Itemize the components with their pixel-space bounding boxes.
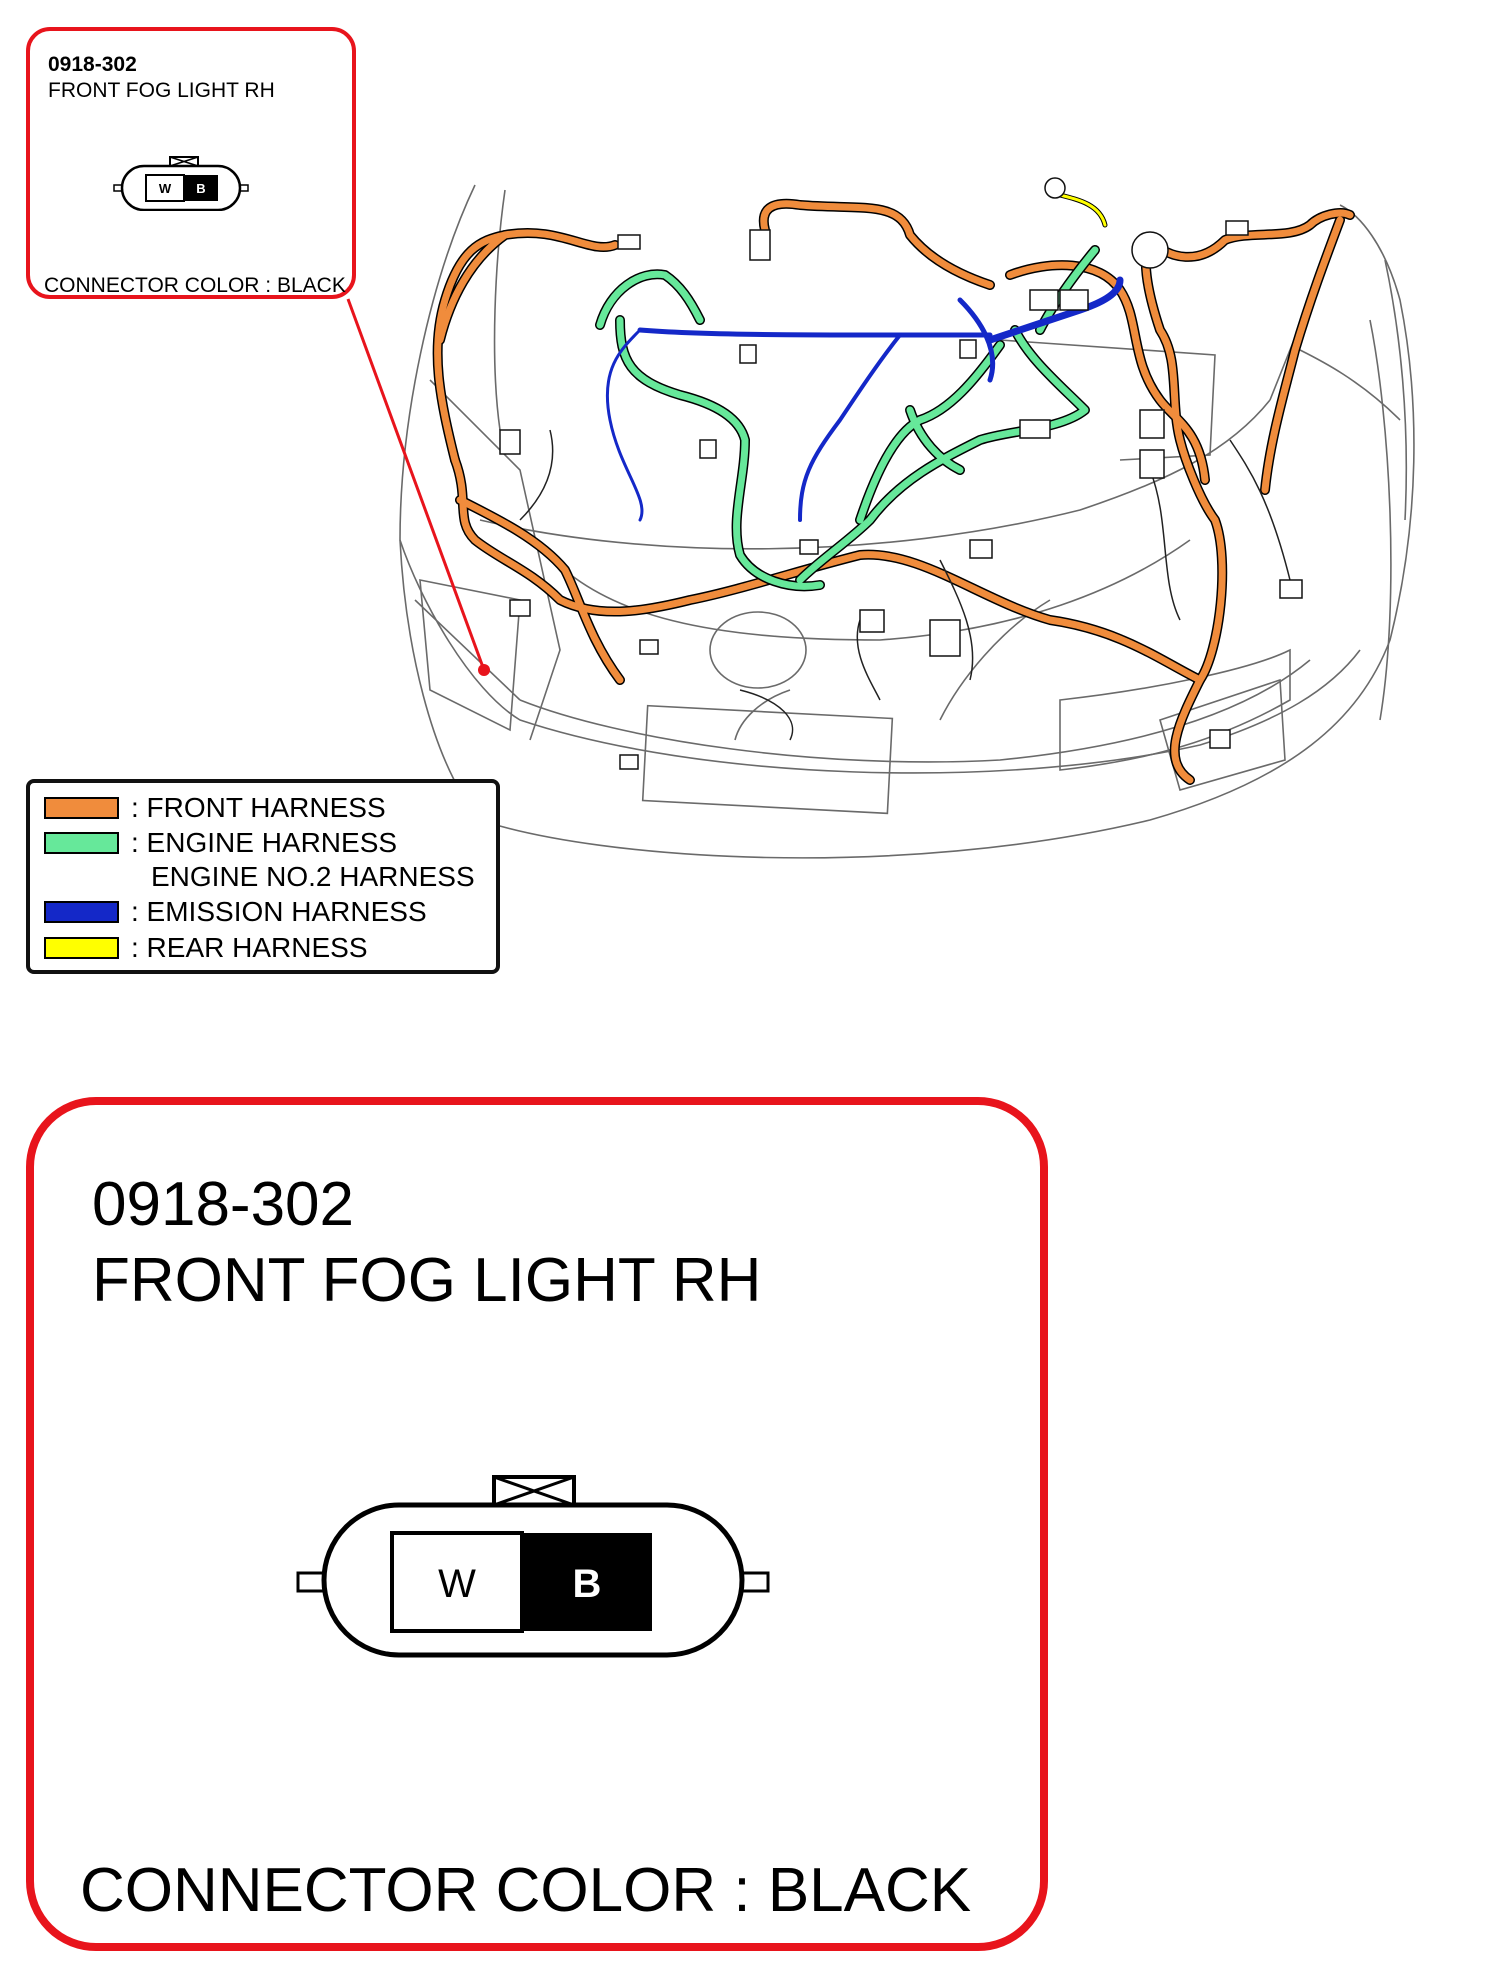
pin-b-label: B [196, 181, 205, 196]
thin-wires [519, 429, 1291, 741]
connector-name-large: FRONT FOG LIGHT RH [92, 1246, 762, 1315]
connector-blocks [499, 177, 1303, 770]
legend-label-engine-no2: ENGINE NO.2 HARNESS [151, 861, 475, 892]
legend-label-emission: : EMISSION HARNESS [131, 896, 427, 927]
pin-b-label-large: B [573, 1562, 602, 1606]
connector-name: FRONT FOG LIGHT RH [48, 79, 275, 102]
connector-code-large: 0918-302 [92, 1170, 355, 1239]
legend-swatch-front [44, 797, 119, 819]
legend-item-front: : FRONT HARNESS [44, 792, 386, 823]
connector-color-text-large: CONNECTOR COLOR : BLACK [80, 1856, 972, 1925]
car-body-outline [399, 184, 1415, 859]
harness-legend: : FRONT HARNESS : ENGINE HARNESS ENGINE … [26, 779, 500, 974]
legend-swatch-emission [44, 901, 119, 923]
legend-label-rear: : REAR HARNESS [131, 932, 368, 963]
connector-callout-large: 0918-302 FRONT FOG LIGHT RH W B CONNECTO… [26, 1097, 1048, 1951]
connector-symbol-small: W B [113, 156, 249, 211]
connector-callout-small: 0918-302 FRONT FOG LIGHT RH W B CONNECTO… [26, 27, 356, 299]
legend-label-front: : FRONT HARNESS [131, 792, 386, 823]
pin-w-label: W [159, 181, 172, 196]
connector-color-text: CONNECTOR COLOR : BLACK [44, 274, 346, 297]
pin-w-label-large: W [438, 1562, 476, 1606]
legend-item-engine: : ENGINE HARNESS [44, 827, 398, 858]
front-harness [432, 198, 1355, 785]
rear-harness [1057, 192, 1108, 228]
engine-harness [595, 245, 1100, 592]
legend-label-engine: : ENGINE HARNESS [131, 827, 398, 858]
legend-item-emission: : EMISSION HARNESS [44, 896, 427, 927]
legend-swatch-engine [44, 832, 119, 854]
connector-code: 0918-302 [48, 53, 137, 76]
legend-swatch-rear [44, 937, 119, 959]
pointer-line [346, 298, 490, 676]
legend-item-rear: : REAR HARNESS [44, 932, 368, 963]
connector-symbol-large: W B [296, 1475, 770, 1658]
